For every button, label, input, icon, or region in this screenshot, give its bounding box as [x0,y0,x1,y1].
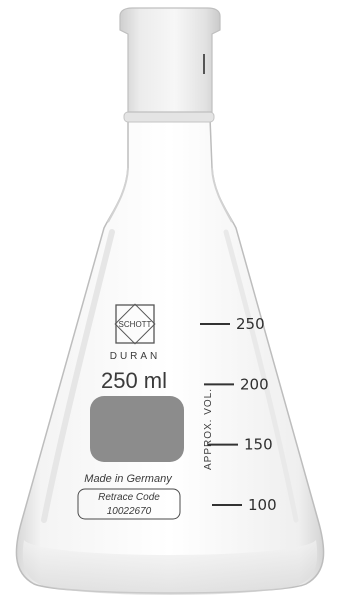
origin-text: Made in Germany [84,473,173,485]
glass-reflection-right [223,229,299,523]
marking-patch [90,396,184,462]
glass-reflection-left [41,229,115,523]
graduation-scale: 250 200 150 100 [200,315,277,514]
graduation-label-100: 100 [248,496,277,514]
stopper [119,7,221,113]
retrace-title: Retrace Code [98,492,160,503]
flask-base [22,540,318,595]
capacity-label: 250 ml [101,368,167,393]
schott-logo: SCHOTT [114,303,156,345]
flask-body [15,117,325,594]
neck-ring [123,111,215,123]
graduation-label-250: 250 [236,315,265,333]
graduation-label-150: 150 [244,436,273,454]
brand-name: DURAN [110,351,161,362]
retrace-code: 10022670 [107,506,152,517]
shoulder-shadow [107,167,233,223]
approx-vol-label: APPROX. VOL. [203,388,214,470]
logo-text: SCHOTT [119,320,152,329]
retrace-box [77,488,181,520]
graduation-label-200: 200 [240,375,269,393]
